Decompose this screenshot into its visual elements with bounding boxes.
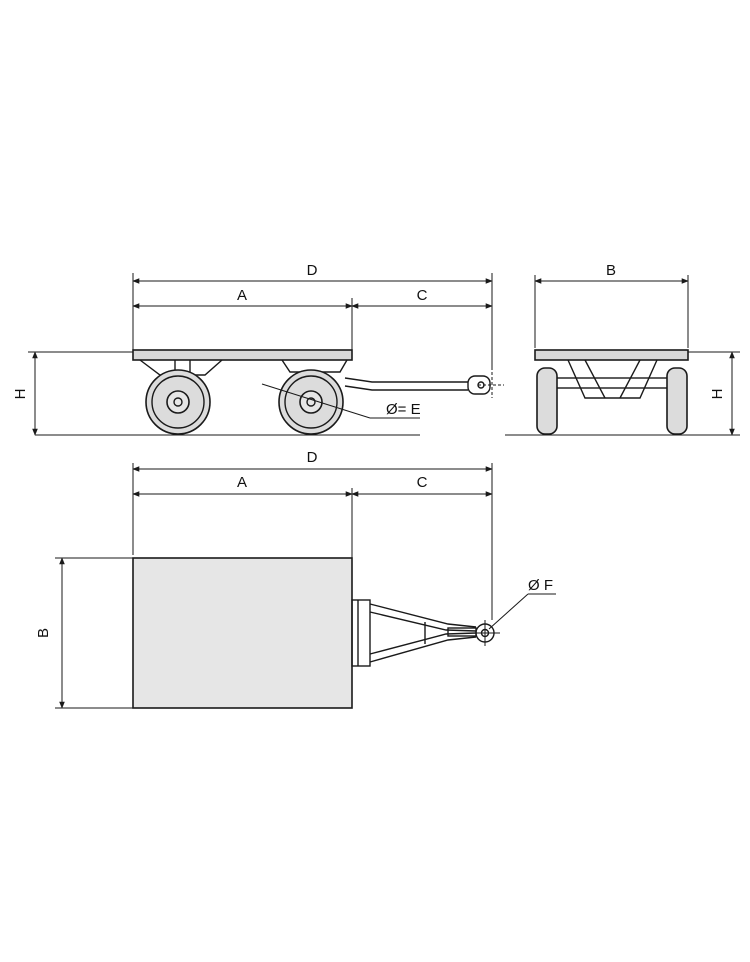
diameter-e-label: Ø= E xyxy=(386,401,421,418)
drawbar-bottom xyxy=(344,385,468,391)
dimension-b-label: B xyxy=(606,262,616,279)
top-dimension-a-label: A xyxy=(237,474,247,491)
front-right-wheel xyxy=(666,367,688,435)
drawbar-bracket xyxy=(351,599,371,667)
dimension-a-label: A xyxy=(237,287,247,304)
side-view: D A C H xyxy=(12,262,504,436)
diameter-f-leader xyxy=(488,593,529,630)
side-deck xyxy=(132,349,353,361)
drawbar-arm-bottom xyxy=(369,636,477,663)
rear-wheel-hub xyxy=(299,390,323,414)
front-frame xyxy=(567,359,658,399)
drawbar-arm-top xyxy=(369,603,477,628)
drawbar-top xyxy=(344,377,468,383)
dimension-c-label: C xyxy=(417,287,428,304)
front-deck xyxy=(534,349,689,361)
dimension-d-label: D xyxy=(307,262,318,279)
top-dimension-c-label: C xyxy=(417,474,428,491)
top-dimension-b-label: B xyxy=(35,628,52,638)
dimension-h-label: H xyxy=(12,389,29,400)
front-view: B H xyxy=(505,262,740,436)
top-dimension-d-label: D xyxy=(307,449,318,466)
top-view: D A C B Ø F xyxy=(35,449,556,709)
front-dimension-h-label: H xyxy=(709,389,726,400)
diameter-e-leader xyxy=(261,383,371,419)
front-wheel-hub xyxy=(166,390,190,414)
front-left-wheel xyxy=(536,367,558,435)
front-axle xyxy=(554,377,671,389)
top-platform xyxy=(132,557,353,709)
diameter-f-label: Ø F xyxy=(528,577,553,594)
